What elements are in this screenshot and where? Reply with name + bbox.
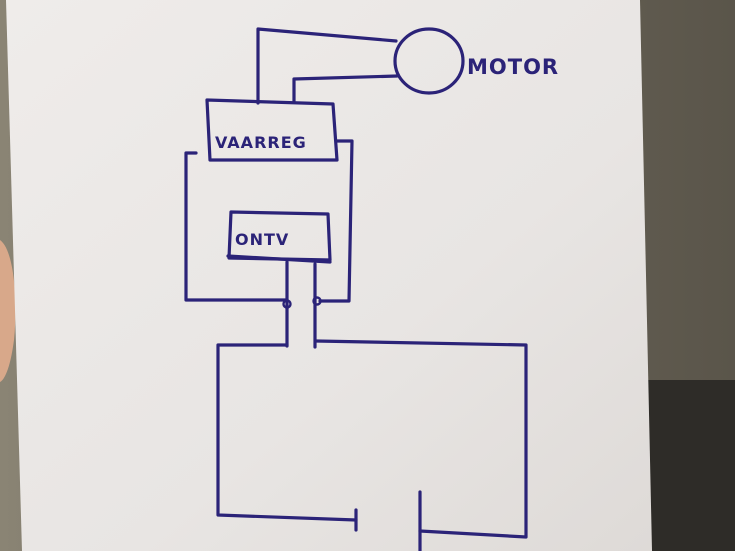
motor-symbol [393, 27, 465, 95]
wire-regulator-right-loop [318, 139, 354, 303]
finger [0, 240, 16, 382]
junction-left [282, 299, 292, 309]
junction-right [312, 296, 322, 306]
receiver-box [227, 210, 332, 262]
wire-motor-to-regulator-right [292, 74, 399, 103]
dark-shadow-area [648, 380, 735, 551]
receiver-box-underline [226, 254, 332, 264]
battery-wire-right [314, 339, 528, 539]
paper-sheet [6, 0, 652, 551]
wire-motor-to-regulator-left [256, 27, 398, 105]
receiver-label: ONTV [235, 230, 289, 249]
battery-wire-left [216, 343, 358, 522]
regulator-label: VAARREG [215, 133, 307, 152]
motor-label: MOTOR [467, 55, 559, 79]
wire-regulator-left-loop [184, 151, 289, 302]
regulator-box [205, 98, 339, 162]
